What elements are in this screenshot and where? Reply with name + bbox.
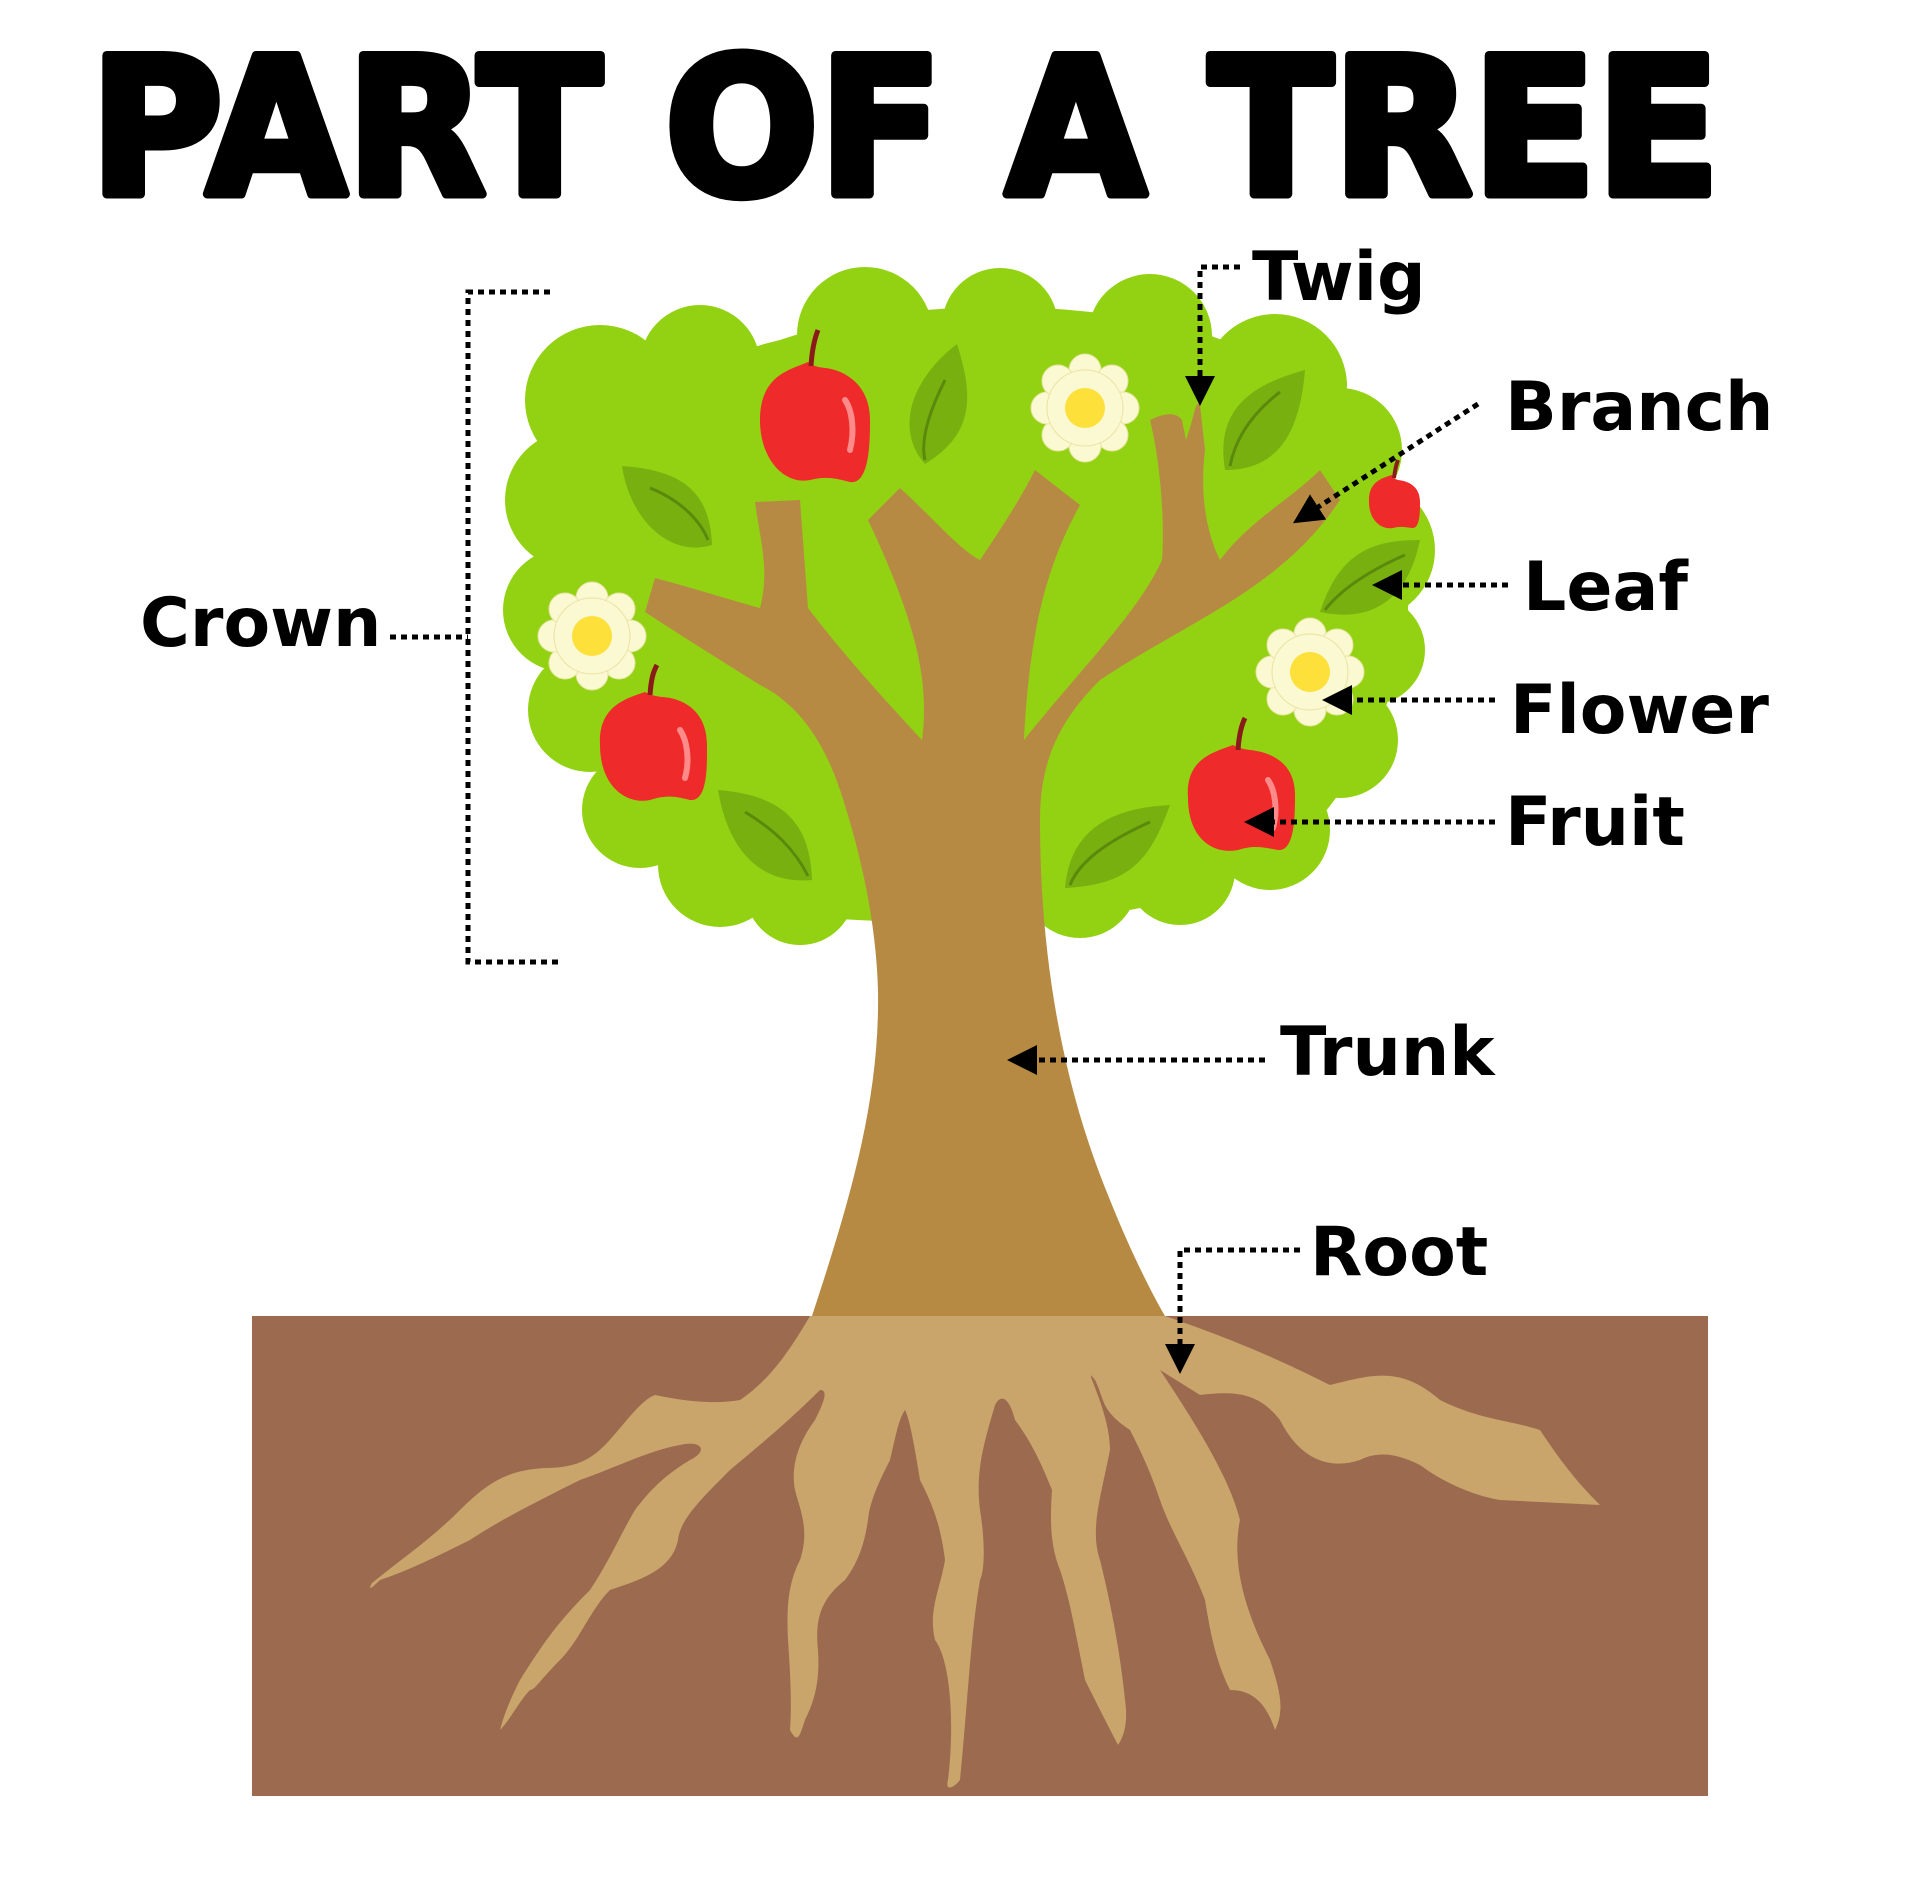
label-flower: Flower: [1510, 671, 1769, 750]
trunk-base: [800, 1316, 1177, 1350]
label-leaf: Leaf: [1523, 548, 1689, 627]
branch-leader: [1292, 401, 1480, 524]
apple-icon: [1368, 459, 1420, 529]
flower-icon: [537, 581, 647, 691]
label-branch: Branch: [1505, 368, 1773, 447]
leaf-icon: [909, 344, 968, 464]
label-trunk: Trunk: [1280, 1013, 1496, 1092]
root-leader: [1165, 1247, 1300, 1374]
trunk-and-branches: [645, 404, 1340, 1316]
flower-icon: [1255, 617, 1365, 727]
apple-icon: [599, 663, 708, 801]
label-crown: Crown: [140, 584, 381, 663]
leaf-icon: [1320, 540, 1420, 615]
roots: [370, 1316, 1601, 1788]
leaves: [622, 344, 1420, 888]
twig-leader: [1185, 264, 1240, 406]
flowers: [537, 353, 1365, 727]
label-twig: Twig: [1252, 238, 1426, 317]
apple-icon: [760, 329, 870, 483]
diagram-title: PART OF A TREE: [90, 18, 1720, 239]
leader-lines: [390, 264, 1508, 1374]
leaf-icon: [718, 790, 812, 881]
leaf-icon: [1065, 805, 1170, 888]
label-root: Root: [1310, 1213, 1488, 1292]
leaf-icon: [622, 466, 712, 548]
label-fruit: Fruit: [1505, 783, 1685, 862]
leaf-icon: [1223, 370, 1305, 470]
flower-icon: [1030, 353, 1140, 463]
part-labels: Crown Twig Branch Leaf Flower Fruit Trun…: [140, 238, 1773, 1292]
